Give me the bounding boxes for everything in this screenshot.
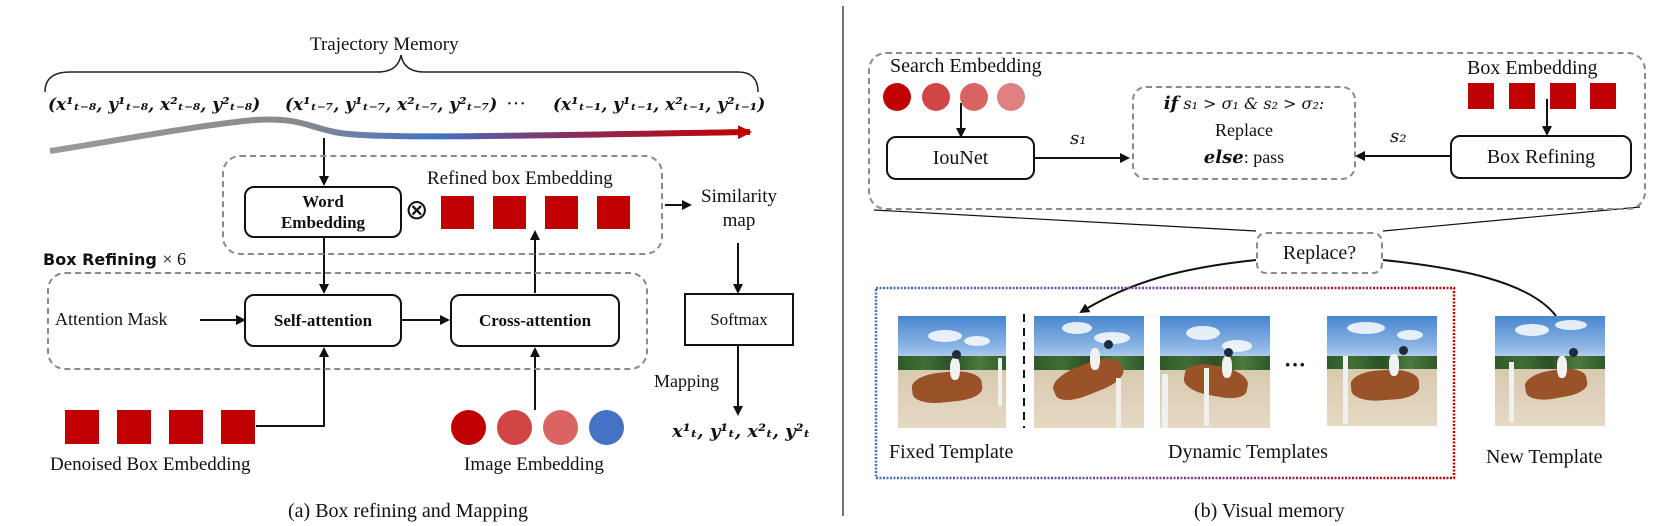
s1-label: s₁ [1070,128,1087,149]
cross-attention-box: Cross-attention [450,294,620,347]
dynamic-templates-label: Dynamic Templates [1168,441,1328,463]
box-refining-label: Box Refining × 6 [43,249,186,270]
search-embedding-dot [883,83,911,111]
refined-box-square [441,196,474,229]
templates-ellipsis: ··· [1284,352,1307,377]
trajectory-brace [44,54,759,93]
search-embedding-dot [960,83,988,111]
word-embedding-line2: Embedding [280,213,366,232]
denoised-box-square [65,410,99,444]
denoised-box-square [221,410,255,444]
similarity-line2: map [722,210,756,231]
dynamic-template-image [1327,316,1437,426]
image-embedding-dot [543,410,578,445]
denoised-box-label: Denoised Box Embedding [50,454,251,475]
word-embedding-line1: Word [302,192,344,211]
denoised-box-square [117,410,151,444]
replace-question-label: Replace? [1282,241,1357,264]
condition-line2: Replace [1215,120,1273,140]
search-embedding-dot [922,83,950,111]
similarity-line1: Similarity [701,186,777,207]
condition-line1: if s₁ > σ₁ & s₂ > σ₂: [1163,93,1325,114]
box-embedding-label: Box Embedding [1467,57,1598,79]
refined-box-square [597,196,630,229]
denoised-box-square [169,410,203,444]
refined-group-frame [222,155,663,255]
new-template-image [1495,316,1605,426]
caption-a: (a) Box refining and Mapping [288,500,528,522]
box-embedding-square [1468,83,1494,109]
iounet-box: IouNet [886,136,1035,180]
box-embedding-square [1550,83,1576,109]
coord-t-1: (x¹ₜ₋₁, y¹ₜ₋₁, x²ₜ₋₁, y²ₜ₋₁) [553,95,766,115]
refined-box-square [545,196,578,229]
image-embedding-dot [497,410,532,445]
attention-mask-label: Attention Mask [55,309,168,329]
fixed-template-label: Fixed Template [889,441,1014,463]
dynamic-template-image [1160,316,1270,428]
mapping-label: Mapping [654,371,719,391]
box-embedding-square [1509,83,1535,109]
refined-box-square [493,196,526,229]
output-coords: x¹ₜ, y¹ₜ, x²ₜ, y²ₜ [672,421,811,442]
search-embedding-label: Search Embedding [890,55,1042,77]
s2-label: s₂ [1390,126,1407,147]
dynamic-template-image [1034,316,1144,428]
caption-b: (b) Visual memory [1194,500,1345,522]
replace-question-box: Replace? [1256,232,1383,274]
box-refining-text: Box Refining [43,250,157,269]
search-embedding-dot [997,83,1025,111]
image-embedding-dot [451,410,486,445]
box-embedding-square [1590,83,1616,109]
box-refining-group-frame [47,272,648,370]
image-embedding-label: Image Embedding [464,454,604,475]
refined-box-label: Refined box Embedding [427,168,613,189]
condition-text: if s₁ > σ₁ & s₂ > σ₂: Replace else: pass [1132,90,1356,171]
box-refining-times: × 6 [162,249,187,269]
image-embedding-dot [589,410,624,445]
templates-frame [874,286,1456,480]
box-refining-box: Box Refining [1450,135,1632,179]
visual-memory-top-frame [868,52,1646,210]
new-template-label: New Template [1486,446,1603,468]
coord-ellipsis: ··· [506,93,526,115]
otimes-icon: ⊗ [405,193,429,226]
condition-frame [1132,86,1356,180]
trajectory-curve [49,116,752,154]
softmax-box: Softmax [684,293,794,346]
self-attention-box: Self-attention [244,294,402,347]
trajectory-memory-title: Trajectory Memory [310,34,459,55]
word-embedding-box: Word Embedding [244,186,402,238]
condition-line3: else: pass [1203,147,1285,168]
coord-t-7: (x¹ₜ₋₇, y¹ₜ₋₇, x²ₜ₋₇, y²ₜ₋₇) [285,95,498,115]
coord-t-8: (x¹ₜ₋₈, y¹ₜ₋₈, x²ₜ₋₈, y²ₜ₋₈) [48,95,261,115]
fixed-template-image [898,316,1006,428]
similarity-map-label: Similarity map [696,185,782,233]
